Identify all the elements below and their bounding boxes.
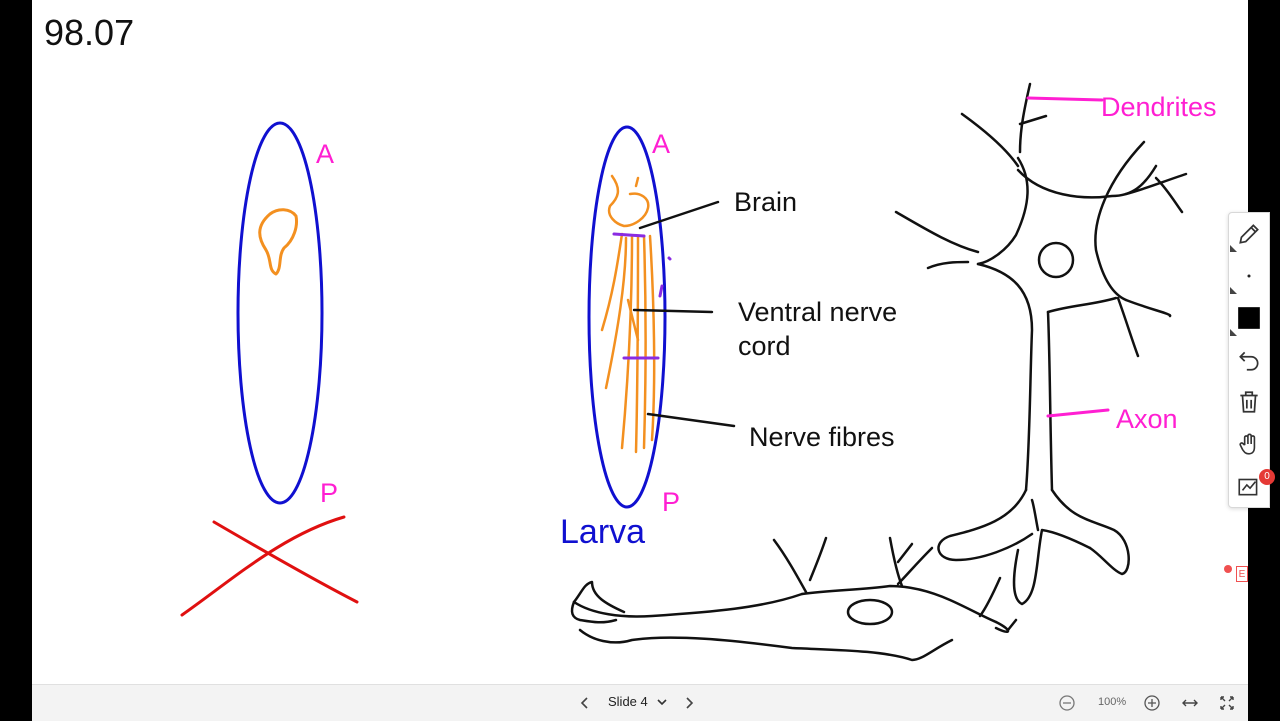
purple-tick bbox=[658, 284, 664, 298]
hand-icon bbox=[1239, 433, 1256, 455]
anterior-label-right: A bbox=[652, 129, 671, 159]
zoom-in-icon bbox=[1144, 695, 1160, 711]
chevron-right-icon bbox=[686, 697, 694, 709]
delete-button[interactable] bbox=[1229, 383, 1269, 421]
submenu-corner bbox=[1230, 245, 1237, 252]
notification-badge: 0 bbox=[1259, 469, 1275, 485]
whiteboard-slide[interactable]: 98.07 A P A P Larva Brain Ventral nerve … bbox=[32, 0, 1248, 684]
recording-tag[interactable]: E bbox=[1236, 566, 1248, 582]
prev-slide-button[interactable] bbox=[575, 693, 595, 713]
submenu-corner bbox=[1230, 287, 1237, 294]
dot-size-icon bbox=[1247, 274, 1251, 278]
pencil-tool-button[interactable] bbox=[1229, 215, 1269, 253]
chart-icon bbox=[1238, 478, 1258, 496]
red-cross-line-1 bbox=[212, 520, 359, 604]
fullscreen-button[interactable] bbox=[1217, 693, 1237, 713]
larva-label: Larva bbox=[560, 513, 646, 551]
brain-marker bbox=[612, 232, 646, 238]
purple-dot bbox=[667, 256, 672, 261]
axon-pointer bbox=[1046, 408, 1110, 418]
zoom-out-icon bbox=[1059, 695, 1075, 711]
drawing-canvas[interactable] bbox=[32, 0, 1248, 684]
larva-outline-right bbox=[587, 125, 667, 509]
fullscreen-icon bbox=[1220, 696, 1234, 710]
nerve-fibres-label: Nerve fibres bbox=[749, 422, 895, 452]
fit-width-icon bbox=[1182, 699, 1198, 707]
nerve-system-sketch bbox=[600, 174, 656, 454]
red-cross-line-2 bbox=[180, 515, 346, 617]
fit-width-button[interactable] bbox=[1180, 693, 1200, 713]
axon-label: Axon bbox=[1116, 404, 1178, 434]
next-slide-button[interactable] bbox=[679, 693, 699, 713]
dendrites-label: Dendrites bbox=[1101, 92, 1217, 122]
dendrites-pointer bbox=[1026, 96, 1104, 102]
timer-label: 98.07 bbox=[44, 12, 135, 53]
posterior-label-left: P bbox=[320, 478, 339, 508]
color-button[interactable] bbox=[1229, 299, 1269, 337]
dot-size-button[interactable] bbox=[1229, 257, 1269, 295]
slide-label: Slide 4 bbox=[608, 694, 648, 709]
brain-label: Brain bbox=[734, 187, 798, 217]
anterior-label-left: A bbox=[316, 139, 335, 169]
pan-tool-button[interactable] bbox=[1229, 425, 1269, 463]
slide-selector[interactable]: Slide 4 bbox=[608, 694, 668, 709]
chevron-down-icon bbox=[657, 698, 667, 705]
brain-pointer bbox=[638, 200, 720, 230]
larva-outline-left bbox=[236, 121, 324, 505]
ventral-nerve-label: Ventral nerve bbox=[738, 297, 898, 327]
undo-button[interactable] bbox=[1229, 341, 1269, 379]
drawing-toolbar: 0 bbox=[1228, 212, 1275, 508]
bottom-bar: Slide 4 100% bbox=[32, 684, 1248, 721]
zoom-in-button[interactable] bbox=[1142, 693, 1162, 713]
color-swatch-icon bbox=[1238, 307, 1260, 329]
brain-sketch-left bbox=[258, 208, 298, 276]
zoom-out-button[interactable] bbox=[1057, 693, 1077, 713]
chart-tool-button[interactable]: 0 bbox=[1229, 467, 1275, 505]
trash-icon bbox=[1240, 391, 1258, 413]
posterior-label-right: P bbox=[662, 487, 681, 517]
chevron-left-icon bbox=[580, 697, 588, 709]
pencil-icon bbox=[1239, 224, 1259, 244]
fibres-pointer bbox=[646, 412, 736, 428]
ventral-pointer bbox=[632, 308, 714, 314]
zoom-level: 100% bbox=[1098, 696, 1127, 708]
recording-dot bbox=[1224, 565, 1232, 573]
submenu-corner bbox=[1230, 329, 1237, 336]
cord-label: cord bbox=[738, 331, 791, 361]
neuron-sketch bbox=[570, 82, 1188, 662]
undo-icon bbox=[1239, 351, 1259, 371]
